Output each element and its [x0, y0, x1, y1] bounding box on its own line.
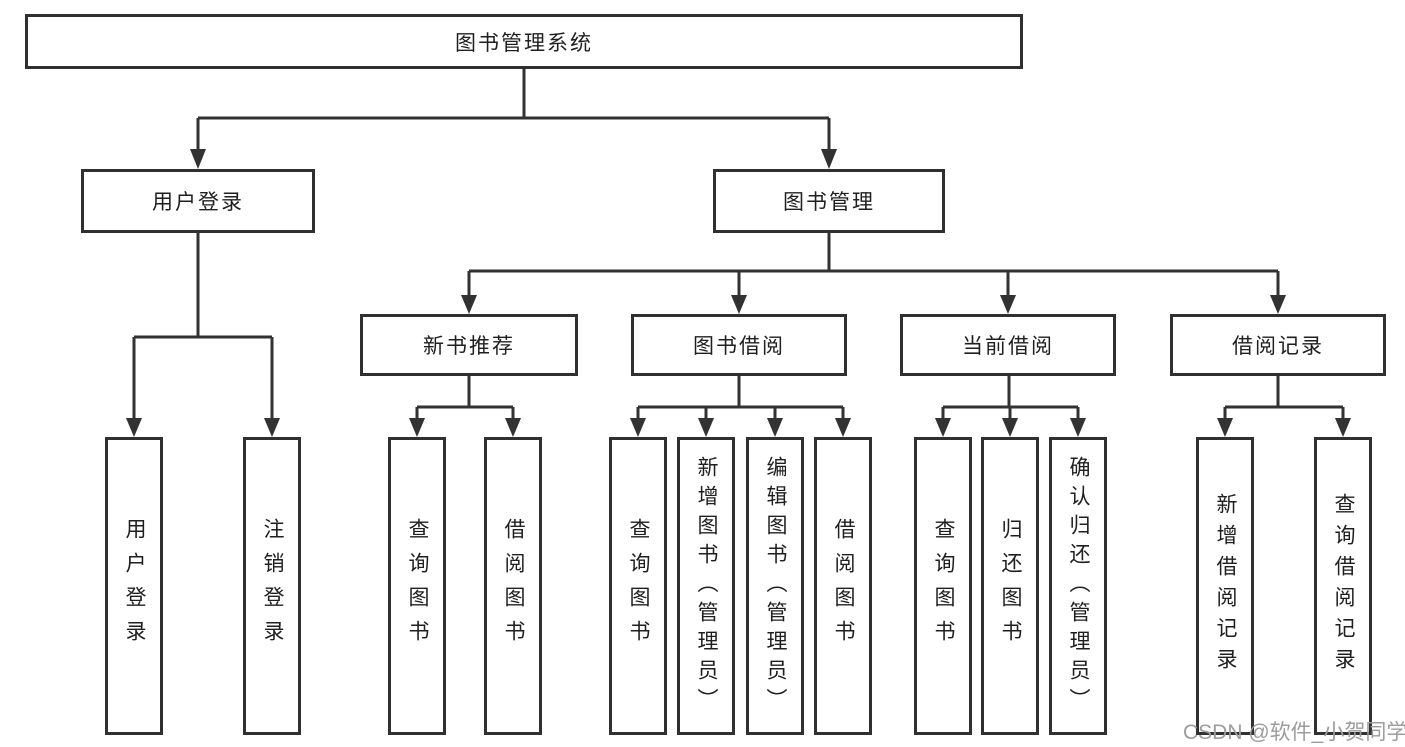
- leaf-br-query-record: 查询借阅记录: [1314, 437, 1372, 735]
- leaf-cb-query-books: 查询图书: [914, 437, 972, 735]
- node-user-login: 用户登录: [81, 169, 315, 233]
- leaf-cb-confirm-return-admin: 确认归还（管理员）: [1049, 437, 1107, 735]
- leaf-bb-borrow-books: 借阅图书: [814, 437, 872, 735]
- csdn-watermark: CSDN @软件_小贺同学: [1183, 721, 1405, 744]
- leaf-br-add-record: 新增借阅记录: [1196, 437, 1254, 735]
- node-new-book-recommend: 新书推荐: [360, 314, 578, 376]
- node-current-borrowing: 当前借阅: [900, 314, 1116, 376]
- connector-new-books-subtree: [415, 376, 515, 418]
- leaf-bb-add-books-admin: 新增图书（管理员）: [677, 437, 735, 735]
- connector-current-borrow-subtree: [941, 376, 1080, 418]
- leaf-bb-query-books: 查询图书: [609, 437, 667, 735]
- connector-book-borrow-subtree: [636, 376, 845, 418]
- leaf-nb-query-books: 查询图书: [388, 437, 446, 735]
- connector-root-to-level2: [196, 69, 831, 150]
- node-borrowing-records: 借阅记录: [1170, 314, 1386, 376]
- connector-user-login-subtree: [132, 233, 274, 418]
- leaf-bb-edit-books-admin: 编辑图书（管理员）: [746, 437, 804, 735]
- leaf-logout-login: 注销登录: [243, 437, 301, 735]
- node-root: 图书管理系统: [25, 14, 1023, 69]
- connector-borrow-records-subtree: [1223, 376, 1345, 418]
- node-book-borrowing: 图书借阅: [631, 314, 847, 376]
- node-book-management: 图书管理: [713, 169, 945, 233]
- connector-book-mgmt-to-level3: [467, 233, 1280, 295]
- leaf-cb-return-books: 归还图书: [981, 437, 1039, 735]
- leaf-user-login: 用户登录: [105, 437, 163, 735]
- leaf-nb-borrow-books: 借阅图书: [484, 437, 542, 735]
